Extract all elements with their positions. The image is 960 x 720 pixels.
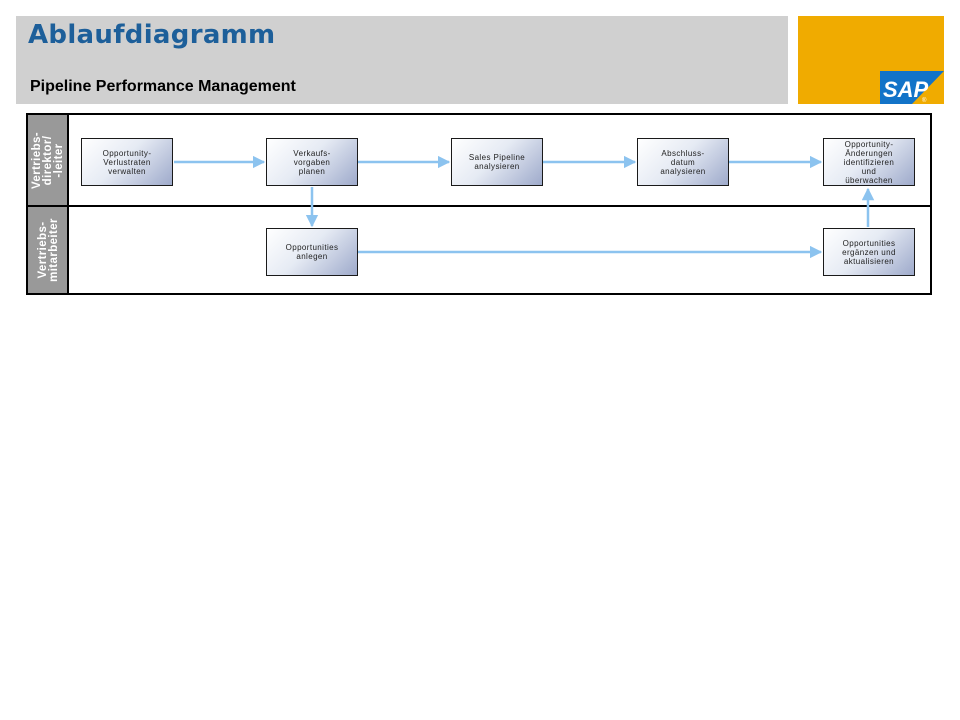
page-title: Ablaufdiagramm [28, 20, 276, 50]
task-plan-sales-targets[interactable]: Verkaufs- vorgaben planen [266, 138, 358, 186]
lane-label-sales-director: Vertriebs- direktor/ -leiter [28, 115, 69, 205]
lane-label-sales-director-text: Vertriebs- direktor/ -leiter [31, 131, 65, 189]
task-opportunity-loss-rates[interactable]: Opportunity- Verlustraten verwalten [81, 138, 173, 186]
lane-separator [28, 205, 930, 207]
lane-label-sales-rep-text: Vertriebs- mitarbeiter [36, 218, 60, 282]
task-analyze-sales-pipeline[interactable]: Sales Pipeline analysieren [451, 138, 543, 186]
svg-text:®: ® [922, 97, 927, 104]
sap-logo-text: SAP [883, 77, 929, 102]
task-create-opportunities[interactable]: Opportunities anlegen [266, 228, 358, 276]
task-update-opportunities[interactable]: Opportunities ergänzen und aktualisieren [823, 228, 915, 276]
lane-label-sales-rep: Vertriebs- mitarbeiter [28, 207, 69, 293]
swimlane-diagram: Vertriebs- direktor/ -leiter Vertriebs- … [26, 113, 932, 295]
header-banner: Ablaufdiagramm Pipeline Performance Mana… [16, 16, 788, 104]
task-monitor-opportunity-changes[interactable]: Opportunity- Änderungen identifizieren u… [823, 138, 915, 186]
task-analyze-close-date[interactable]: Abschluss- datum analysieren [637, 138, 729, 186]
lane-label-column [28, 115, 69, 293]
page-subtitle: Pipeline Performance Management [30, 78, 296, 95]
sap-logo: SAP ® [880, 71, 944, 104]
